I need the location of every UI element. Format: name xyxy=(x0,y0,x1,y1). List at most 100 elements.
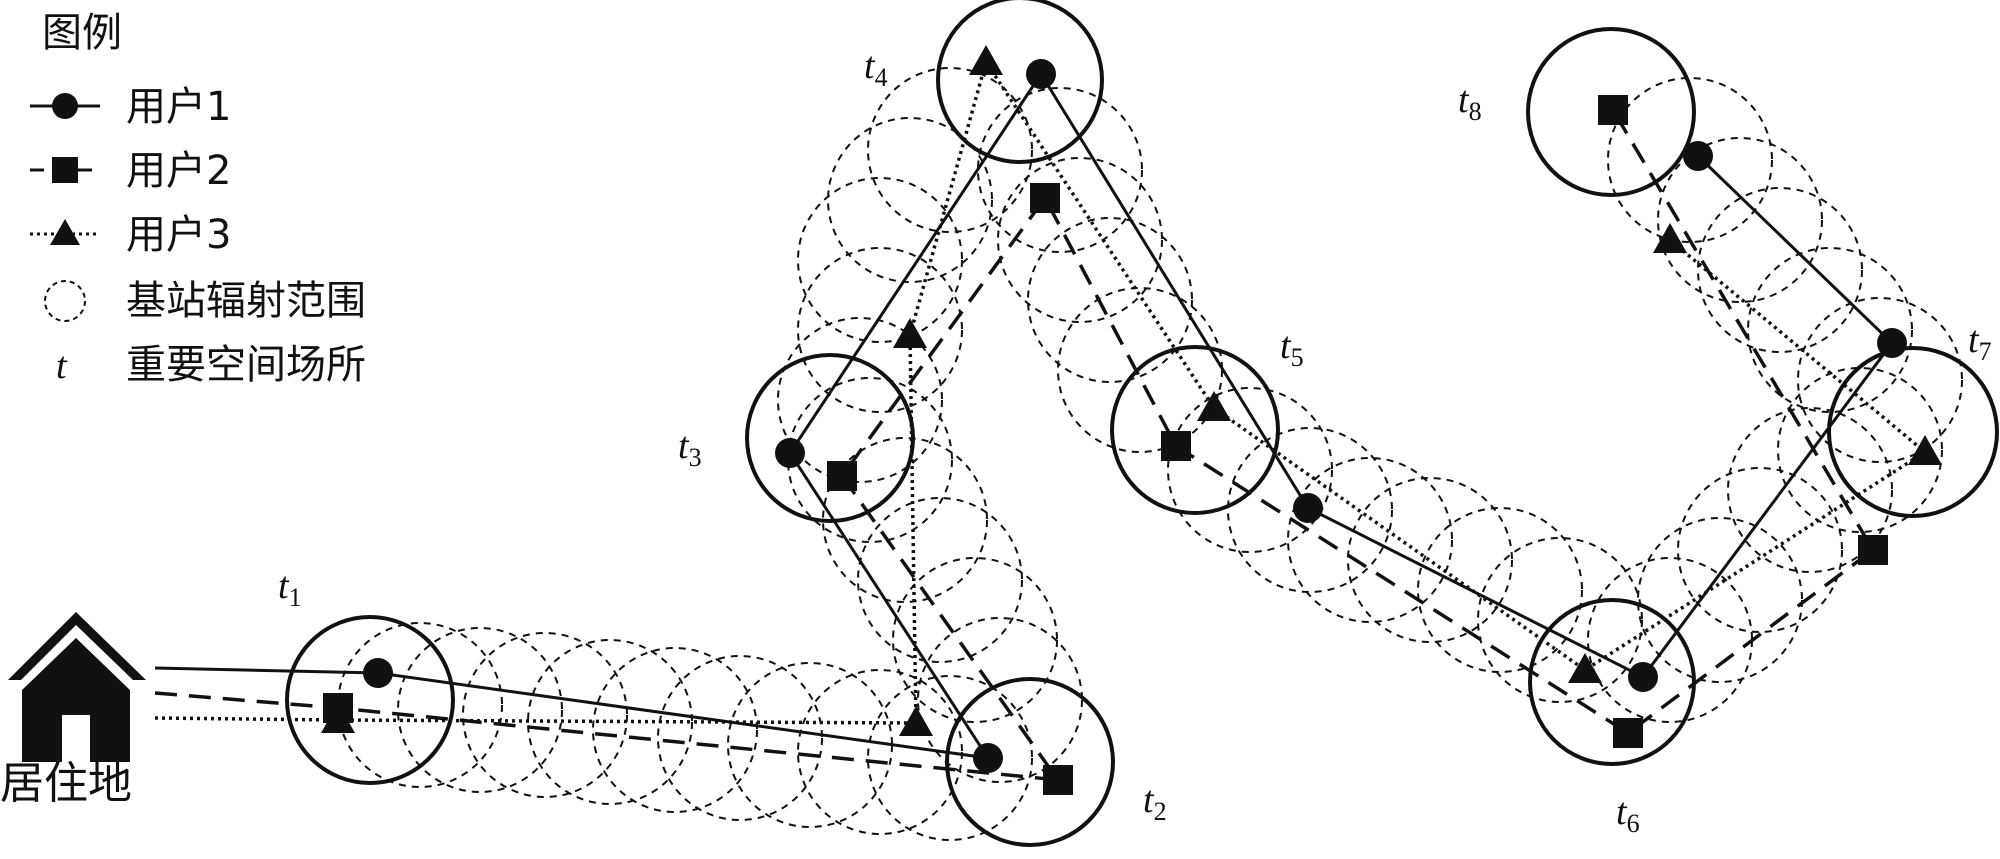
legend-label-user1: 用户1 xyxy=(126,84,231,130)
base-station-circle xyxy=(787,377,953,543)
base-station-circle xyxy=(1417,507,1583,673)
user2-trajectory xyxy=(154,109,1876,783)
base-station-circle xyxy=(727,662,893,828)
legend-label-important-place: 重要空间场所 xyxy=(126,342,366,388)
legend-item-user1: 用户1 xyxy=(30,84,231,130)
square-marker-icon xyxy=(52,157,78,183)
base-station-circle xyxy=(867,675,1033,841)
base-station-circle xyxy=(797,177,963,343)
legend-label-base-station: 基站辐射范围 xyxy=(126,278,366,324)
base-station-circle xyxy=(1657,137,1823,303)
user2-square-marker xyxy=(1858,535,1888,565)
important-place-group xyxy=(285,0,1999,847)
user2-square-marker xyxy=(1030,183,1060,213)
user2-square-marker xyxy=(1613,718,1643,748)
user3-triangle-marker xyxy=(321,703,355,733)
place-label-t8: t8 xyxy=(1458,79,1482,126)
place-circle-t8 xyxy=(1526,27,1696,197)
base-station-circle xyxy=(797,247,963,413)
user3-triangle-marker xyxy=(1653,223,1687,253)
legend-label-user2: 用户2 xyxy=(126,148,231,194)
base-station-circle xyxy=(777,317,943,483)
place-circle-t2 xyxy=(945,677,1115,847)
user3-triangle-marker xyxy=(1568,653,1602,683)
place-label-t1: t1 xyxy=(278,565,302,612)
legend-symbol-t: t xyxy=(56,345,68,387)
home-label: 居住地 xyxy=(0,758,132,809)
user3-triangle-marker xyxy=(899,706,933,736)
legend: 图例 用户1 用户2 用户3 基站辐射范围 t 重要空间场所 xyxy=(30,10,366,388)
base-station-circle xyxy=(1727,407,1893,573)
base-station-circle xyxy=(797,669,963,835)
user2-square-marker xyxy=(1161,431,1191,461)
user-marker-group xyxy=(321,45,1942,795)
legend-item-important-place: t 重要空间场所 xyxy=(56,342,366,388)
base-station-circle xyxy=(1697,187,1863,353)
user2-square-marker xyxy=(1043,765,1073,795)
place-label-t4: t4 xyxy=(864,45,888,92)
base-station-circle xyxy=(867,67,1033,233)
base-station-circle xyxy=(1227,427,1393,593)
home: 居住地 xyxy=(0,612,146,809)
place-circle-t6 xyxy=(1528,598,1696,766)
place-circle-t1 xyxy=(285,615,455,785)
user1-circle-marker xyxy=(1628,662,1658,692)
place-label-t2: t2 xyxy=(1143,779,1167,826)
user1-circle-marker xyxy=(1877,328,1907,358)
user1-circle-marker xyxy=(363,658,393,688)
base-station-circle xyxy=(397,627,563,793)
user3-triangle-marker xyxy=(969,45,1003,75)
base-station-circle xyxy=(1347,477,1513,643)
place-label-t3: t3 xyxy=(678,425,702,472)
user1-trajectory xyxy=(154,71,1894,760)
house-icon xyxy=(8,612,146,762)
base-station-circle xyxy=(1027,217,1193,383)
place-label-t6: t6 xyxy=(1616,791,1640,838)
user1-circle-marker xyxy=(1293,493,1323,523)
circle-marker-icon xyxy=(52,93,78,119)
user3-trajectory xyxy=(154,57,1928,725)
base-station-circle xyxy=(1777,367,1943,533)
base-station-circle xyxy=(1797,297,1963,463)
base-station-circle xyxy=(977,87,1143,253)
user1-circle-marker xyxy=(973,743,1003,773)
user3-triangle-marker xyxy=(893,318,927,348)
base-station-circle xyxy=(1747,247,1913,413)
base-station-circle xyxy=(917,617,1083,783)
base-station-coverage-group xyxy=(337,67,1963,841)
base-station-circle xyxy=(822,437,988,603)
user1-circle-marker xyxy=(775,438,805,468)
place-circle-t7 xyxy=(1827,346,1999,518)
base-station-circle xyxy=(527,639,693,805)
user2-square-marker xyxy=(1598,95,1628,125)
user1-circle-marker xyxy=(1026,59,1056,89)
base-station-circle xyxy=(657,655,823,821)
legend-item-base-station: 基站辐射范围 xyxy=(44,278,366,324)
place-label-group: t1 t2 t3 t4 t5 t6 t7 t8 xyxy=(278,45,1992,838)
legend-item-user2: 用户2 xyxy=(30,148,231,194)
legend-item-user3: 用户3 xyxy=(30,212,231,258)
legend-label-user3: 用户3 xyxy=(126,212,231,258)
base-station-circle xyxy=(997,157,1163,323)
base-station-circle xyxy=(1287,457,1453,623)
user2-square-marker xyxy=(827,461,857,491)
base-station-circle xyxy=(592,647,758,813)
place-label-t5: t5 xyxy=(1280,325,1304,372)
dashed-circle-icon xyxy=(44,280,86,322)
user3-triangle-marker xyxy=(1908,435,1942,465)
base-station-circle xyxy=(892,557,1058,723)
base-station-circle xyxy=(1167,387,1333,553)
triangle-marker-icon xyxy=(50,219,80,245)
place-label-t7: t7 xyxy=(1968,319,1992,366)
user-trajectory-group xyxy=(154,57,1928,783)
user3-triangle-marker xyxy=(1197,391,1231,421)
legend-title: 图例 xyxy=(42,10,122,56)
base-station-circle xyxy=(337,622,503,788)
user1-circle-marker xyxy=(1683,141,1713,171)
base-station-circle xyxy=(1477,537,1643,703)
base-station-circle xyxy=(857,497,1023,663)
base-station-circle xyxy=(1637,517,1803,683)
base-station-circle xyxy=(1677,467,1843,633)
place-circle-t3 xyxy=(745,353,915,523)
